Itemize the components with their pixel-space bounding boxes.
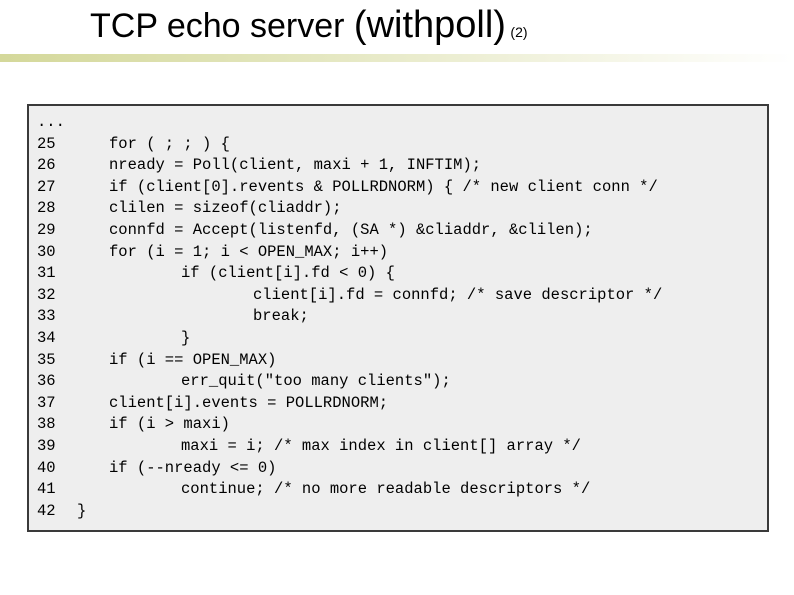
line-number: 34: [37, 328, 56, 347]
line-number: 37: [37, 393, 56, 412]
code-text: if (i > maxi): [109, 415, 230, 434]
code-text: break;: [253, 307, 309, 326]
line-number: 32: [37, 285, 56, 304]
code-text: client[i].fd = connfd; /* save descripto…: [253, 285, 663, 304]
line-number: 38: [37, 415, 56, 434]
code-text: }: [181, 328, 191, 347]
line-number: 40: [37, 458, 56, 477]
slide-title: TCP echo server (withpoll) (2): [90, 4, 528, 47]
line-number: 30: [37, 242, 56, 261]
title-underline-bar: [0, 54, 794, 62]
title-main: TCP echo server: [90, 7, 354, 45]
code-text: err_quit("too many clients");: [181, 372, 451, 391]
line-number: ...: [37, 113, 65, 131]
code-text: if (client[0].revents & POLLRDNORM) { /*…: [109, 177, 658, 196]
title-part-number: (2): [510, 24, 528, 40]
code-text: if (--nready <= 0): [109, 458, 277, 477]
code-text: if (client[i].fd < 0) {: [181, 264, 395, 283]
line-number: 33: [37, 307, 56, 326]
code-text: clilen = sizeof(cliaddr);: [109, 199, 342, 218]
line-number: 27: [37, 177, 56, 196]
code-text: connfd = Accept(listenfd, (SA *) &cliadd…: [109, 220, 593, 239]
code-text: nready = Poll(client, maxi + 1, INFTIM);: [109, 156, 482, 175]
code-text: continue; /* no more readable descriptor…: [181, 480, 591, 499]
line-number: 31: [37, 264, 56, 283]
line-number: 39: [37, 436, 56, 455]
code-text: maxi = i; /* max index in client[] array…: [181, 436, 581, 455]
code-text: client[i].events = POLLRDNORM;: [109, 393, 389, 412]
line-number: 36: [37, 372, 56, 391]
line-number: 28: [37, 199, 56, 218]
line-number: 26: [37, 156, 56, 175]
line-number: 41: [37, 480, 56, 499]
title-parenthetical: (withpoll): [353, 4, 506, 46]
line-number: ...: [37, 522, 65, 530]
line-number: 29: [37, 220, 56, 239]
code-listing-box: ... 25 for ( ; ; ) { 26 nready = Poll(client…: [27, 104, 769, 532]
code-text: for (i = 1; i < OPEN_MAX; i++): [109, 242, 389, 261]
line-number: 25: [37, 134, 56, 153]
line-number: 42: [37, 501, 56, 520]
code-text: if (i == OPEN_MAX): [109, 350, 277, 369]
code-text: }: [77, 501, 87, 520]
line-number: 35: [37, 350, 56, 369]
code-text: for ( ; ; ) {: [109, 134, 230, 153]
